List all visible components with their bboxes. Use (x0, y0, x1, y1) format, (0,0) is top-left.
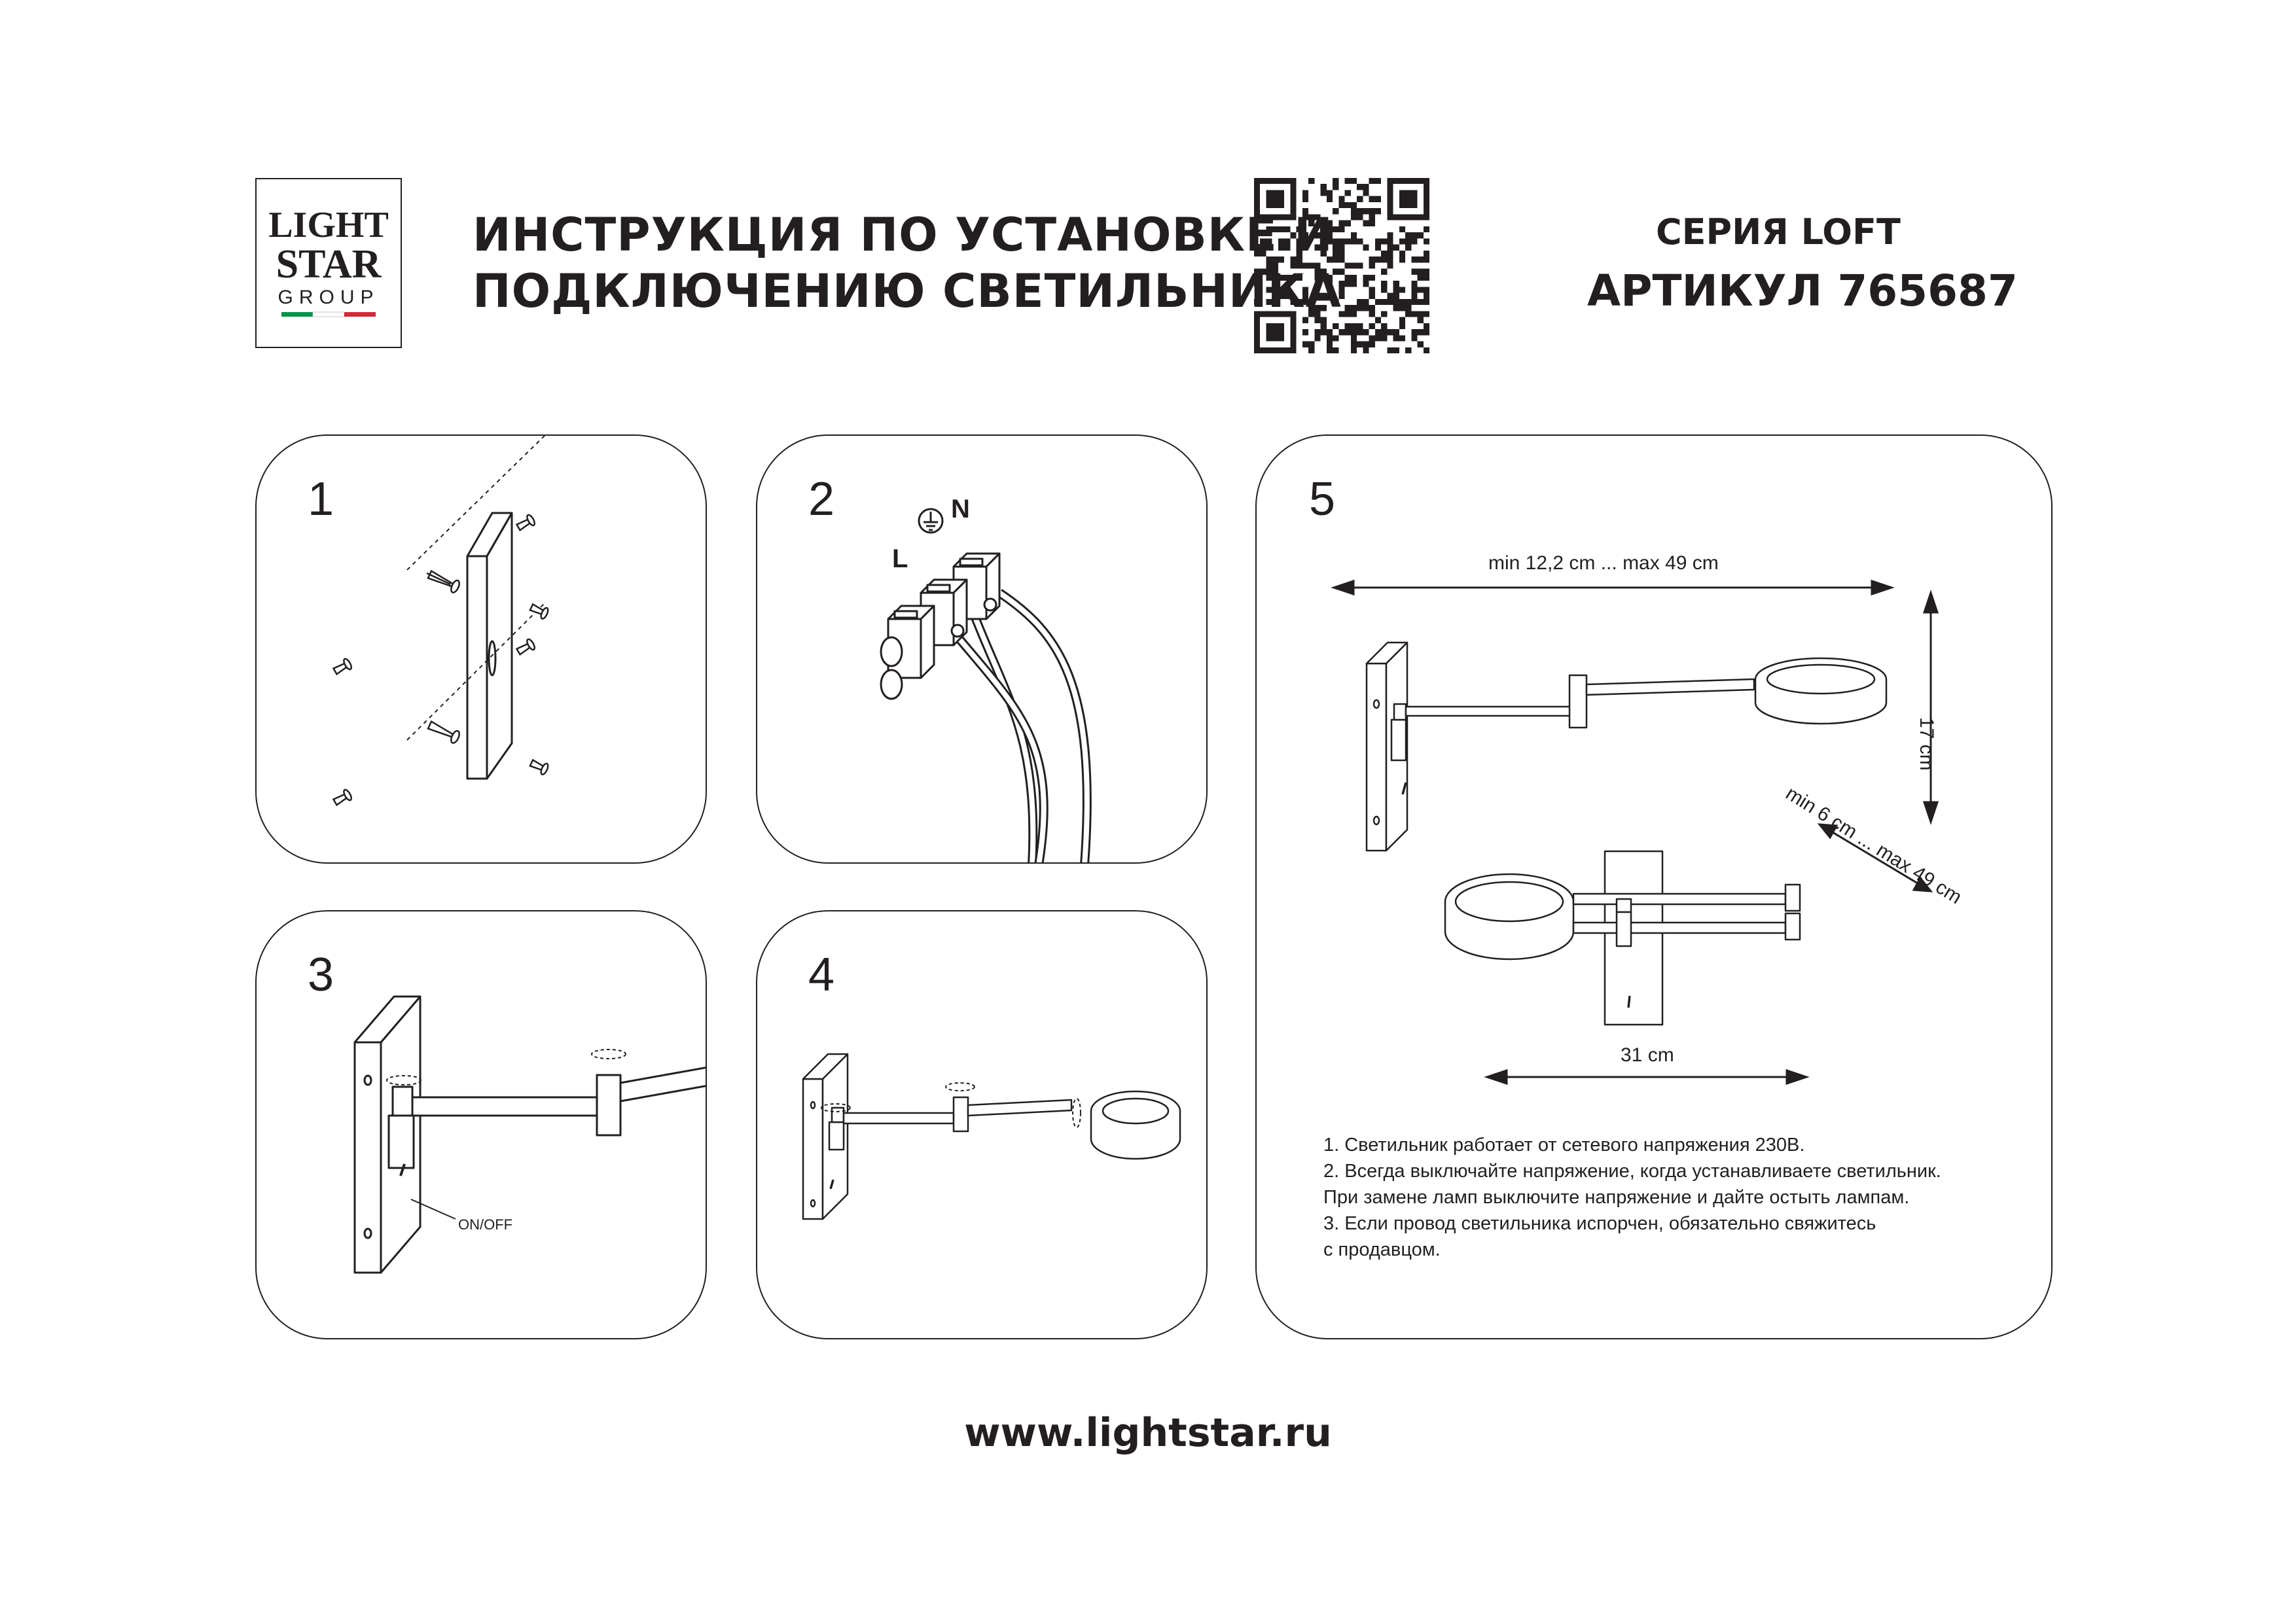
width-dimension-label: 31 cm (1621, 1044, 1674, 1066)
page-title-line-2: ПОДКЛЮЧЕНИЮ СВЕТИЛЬНИКА (473, 264, 1342, 318)
step-number: 2 (808, 473, 835, 525)
note-line: При замене ламп выключите напряжение и д… (1323, 1187, 1910, 1208)
step-1-panel: 1 (255, 434, 707, 864)
note-line: 1. Светильник работает от сетевого напря… (1323, 1135, 1805, 1156)
page-title-line-1: ИНСТРУКЦИЯ ПО УСТАНОВКЕ И (473, 208, 1333, 262)
qr-code[interactable] (1254, 178, 1429, 353)
dimension-diagram (1331, 579, 1939, 1086)
product-series: СЕРИЯ LOFT (1656, 211, 1901, 253)
qr-modules (1254, 178, 1429, 353)
logo-word-light: LIGHT (268, 205, 389, 245)
switch-label: ON/OFF (458, 1216, 513, 1233)
step-number: 5 (1309, 473, 1336, 525)
lamp-head-attach-diagram (802, 1053, 1181, 1220)
note-line: с продавцом. (1323, 1239, 1441, 1260)
step-3-panel: 3 ON/OFF (255, 910, 707, 1339)
brand-logo: LIGHT STAR GROUP (255, 178, 402, 348)
terminal-block-wiring-diagram (880, 508, 1092, 862)
step-number: 3 (308, 949, 334, 1001)
reach-dimension-label: min 12,2 cm ... max 49 cm (1488, 552, 1719, 574)
website-link[interactable]: www.lightstar.ru (964, 1410, 1332, 1456)
logo-word-group: GROUP (278, 287, 379, 308)
step-2-panel: 2 N L (756, 434, 1208, 864)
note-line: 3. Если провод светильника испорчен, обя… (1323, 1213, 1876, 1234)
live-label: L (892, 544, 908, 573)
safety-notes: 1. Светильник работает от сетевого напря… (1323, 1132, 1941, 1263)
note-line: 2. Всегда выключайте напряжение, когда у… (1323, 1161, 1941, 1182)
step-4-panel: 4 (756, 910, 1208, 1339)
wall-plate-mounting-diagram (332, 436, 549, 807)
step-5-dimensions-panel: 5 min 12,2 cm ... max 49 cm 17 cm min 6 … (1255, 434, 2053, 1339)
ground-icon (918, 508, 944, 534)
italian-flag-icon (281, 311, 376, 317)
step-number: 1 (308, 473, 334, 525)
swing-arm-attach-diagram (353, 995, 706, 1274)
step-number: 4 (808, 949, 835, 1001)
product-article: АРТИКУЛ 765687 (1587, 266, 2018, 316)
logo-word-star: STAR (276, 242, 382, 287)
neutral-label: N (951, 495, 970, 523)
